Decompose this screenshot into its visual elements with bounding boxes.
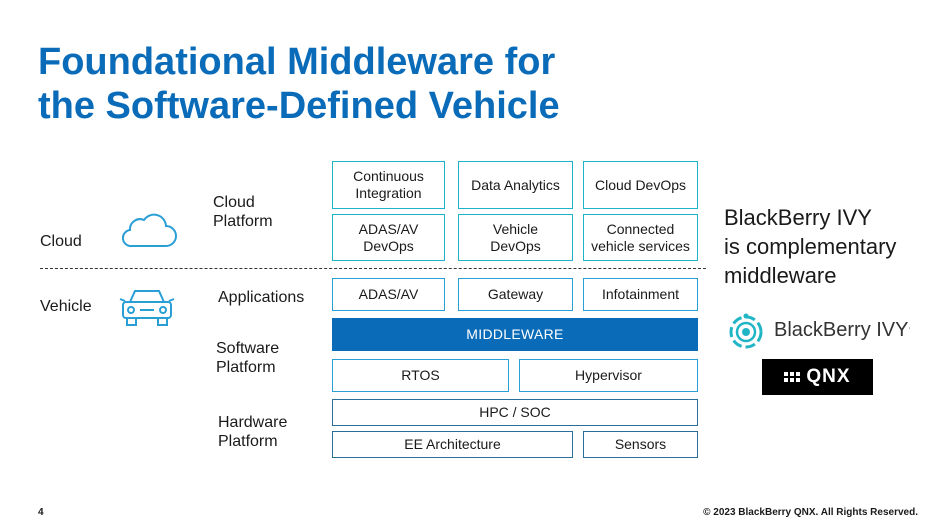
middleware-bar: MIDDLEWARE (332, 318, 698, 351)
sensors-text: Sensors (614, 436, 667, 452)
vehicle-devops-text: Vehicle DevOps (490, 220, 541, 254)
vehicle-label: Vehicle (40, 298, 92, 315)
ee-architecture-box: EE Architecture (332, 431, 573, 458)
hardware-platform-label: Hardware Platform (218, 414, 288, 450)
connected-vehicle-services-text: Connected vehicle services (591, 220, 690, 254)
continuous-integration-box: Continuous Integration (332, 161, 445, 209)
cloud-devops-box: Cloud DevOps (583, 161, 698, 209)
copyright-notice: © 2023 BlackBerry QNX. All Rights Reserv… (703, 507, 918, 518)
car-icon (119, 290, 175, 326)
adas-av-devops-text: ADAS/AV DevOps (358, 220, 419, 254)
slide-title-line-1: Foundational Middleware for (38, 41, 556, 83)
cloud-platform-label: Cloud Platform (213, 194, 273, 230)
data-analytics-box: Data Analytics (458, 161, 573, 209)
data-analytics-text: Data Analytics (471, 176, 560, 193)
blackberry-ivy-logo-icon (729, 313, 763, 349)
adas-av-box: ADAS/AV (332, 278, 445, 311)
hypervisor-box: Hypervisor (519, 359, 698, 392)
ivy-statement-line-2: is complementary (724, 234, 897, 259)
blackberry-ivy-tm: . (908, 321, 911, 331)
rtos-box: RTOS (332, 359, 509, 392)
ee-architecture-text: EE Architecture (404, 436, 501, 452)
qnx-logo: QNX (762, 359, 873, 395)
middleware-text: MIDDLEWARE (466, 326, 564, 342)
adas-av-devops-box: ADAS/AV DevOps (332, 214, 445, 261)
rtos-text: RTOS (401, 367, 440, 383)
infotainment-text: Infotainment (601, 286, 680, 302)
hpc-soc-text: HPC / SOC (479, 404, 551, 420)
hypervisor-text: Hypervisor (575, 367, 642, 383)
cloud-devops-text: Cloud DevOps (594, 176, 687, 193)
continuous-integration-text: Continuous Integration (353, 168, 424, 201)
qnx-logo-icon (784, 372, 801, 382)
connected-vehicle-services-box: Connected vehicle services (583, 214, 698, 261)
ivy-complementary-statement: BlackBerry IVY is complementary middlewa… (724, 203, 896, 290)
blackberry-ivy-logo-label: BlackBerry IVY (774, 319, 909, 341)
cloud-icon (121, 213, 177, 248)
qnx-logo-text: QNX (806, 366, 851, 387)
infotainment-box: Infotainment (583, 278, 698, 311)
slide-title: Foundational Middleware for the Software… (38, 40, 560, 128)
adas-av-text: ADAS/AV (358, 286, 419, 302)
applications-label: Applications (218, 289, 305, 306)
slide-title-line-2: the Software-Defined Vehicle (38, 85, 560, 127)
hpc-soc-box: HPC / SOC (332, 399, 698, 426)
software-platform-label: Software Platform (216, 340, 280, 376)
ivy-statement-line-1: BlackBerry IVY (724, 205, 872, 230)
gateway-text: Gateway (487, 286, 544, 302)
ivy-statement-line-3: middleware (724, 263, 837, 288)
gateway-box: Gateway (458, 278, 573, 311)
page-number: 4 (38, 507, 44, 518)
cloud-vehicle-divider (40, 268, 706, 269)
blackberry-ivy-logo-text: BlackBerry IVY. (774, 319, 911, 342)
vehicle-devops-box: Vehicle DevOps (458, 214, 573, 261)
sensors-box: Sensors (583, 431, 698, 458)
cloud-label: Cloud (40, 233, 82, 250)
